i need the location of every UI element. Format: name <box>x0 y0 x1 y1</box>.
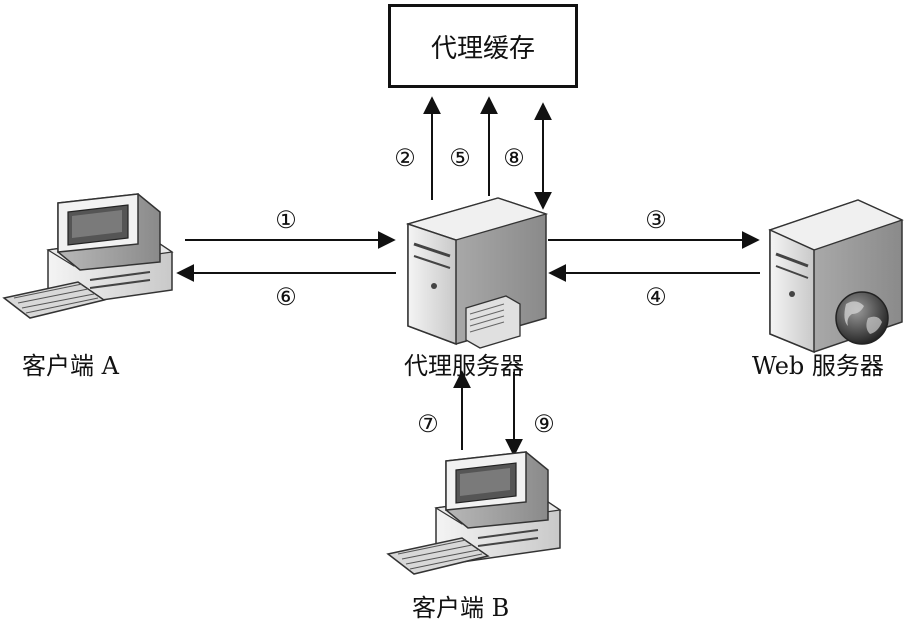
globe-icon <box>835 291 889 345</box>
step-label-5: ⑤ <box>449 144 471 172</box>
client-b-label: 客户端 B <box>412 594 510 622</box>
step-label-1: ① <box>275 206 297 234</box>
web-server-label: Web 服务器 <box>752 352 884 380</box>
client-b-computer-icon <box>386 451 562 575</box>
step-label-2: ② <box>394 144 416 172</box>
step-label-3: ③ <box>645 206 667 234</box>
step-label-9: ⑨ <box>533 410 555 438</box>
step-label-7: ⑦ <box>417 410 439 438</box>
step-label-4: ④ <box>645 283 667 311</box>
client-a-computer-icon <box>2 193 174 319</box>
proxy-cache-box: 代理缓存 <box>388 4 578 88</box>
proxy-server-icon <box>405 197 549 349</box>
proxy-server-label: 代理服务器 <box>404 352 524 380</box>
step-label-6: ⑥ <box>275 283 297 311</box>
proxy-cache-label: 代理缓存 <box>430 33 535 64</box>
client-a-label: 客户端 A <box>22 352 119 380</box>
step-label-8: ⑧ <box>503 144 525 172</box>
